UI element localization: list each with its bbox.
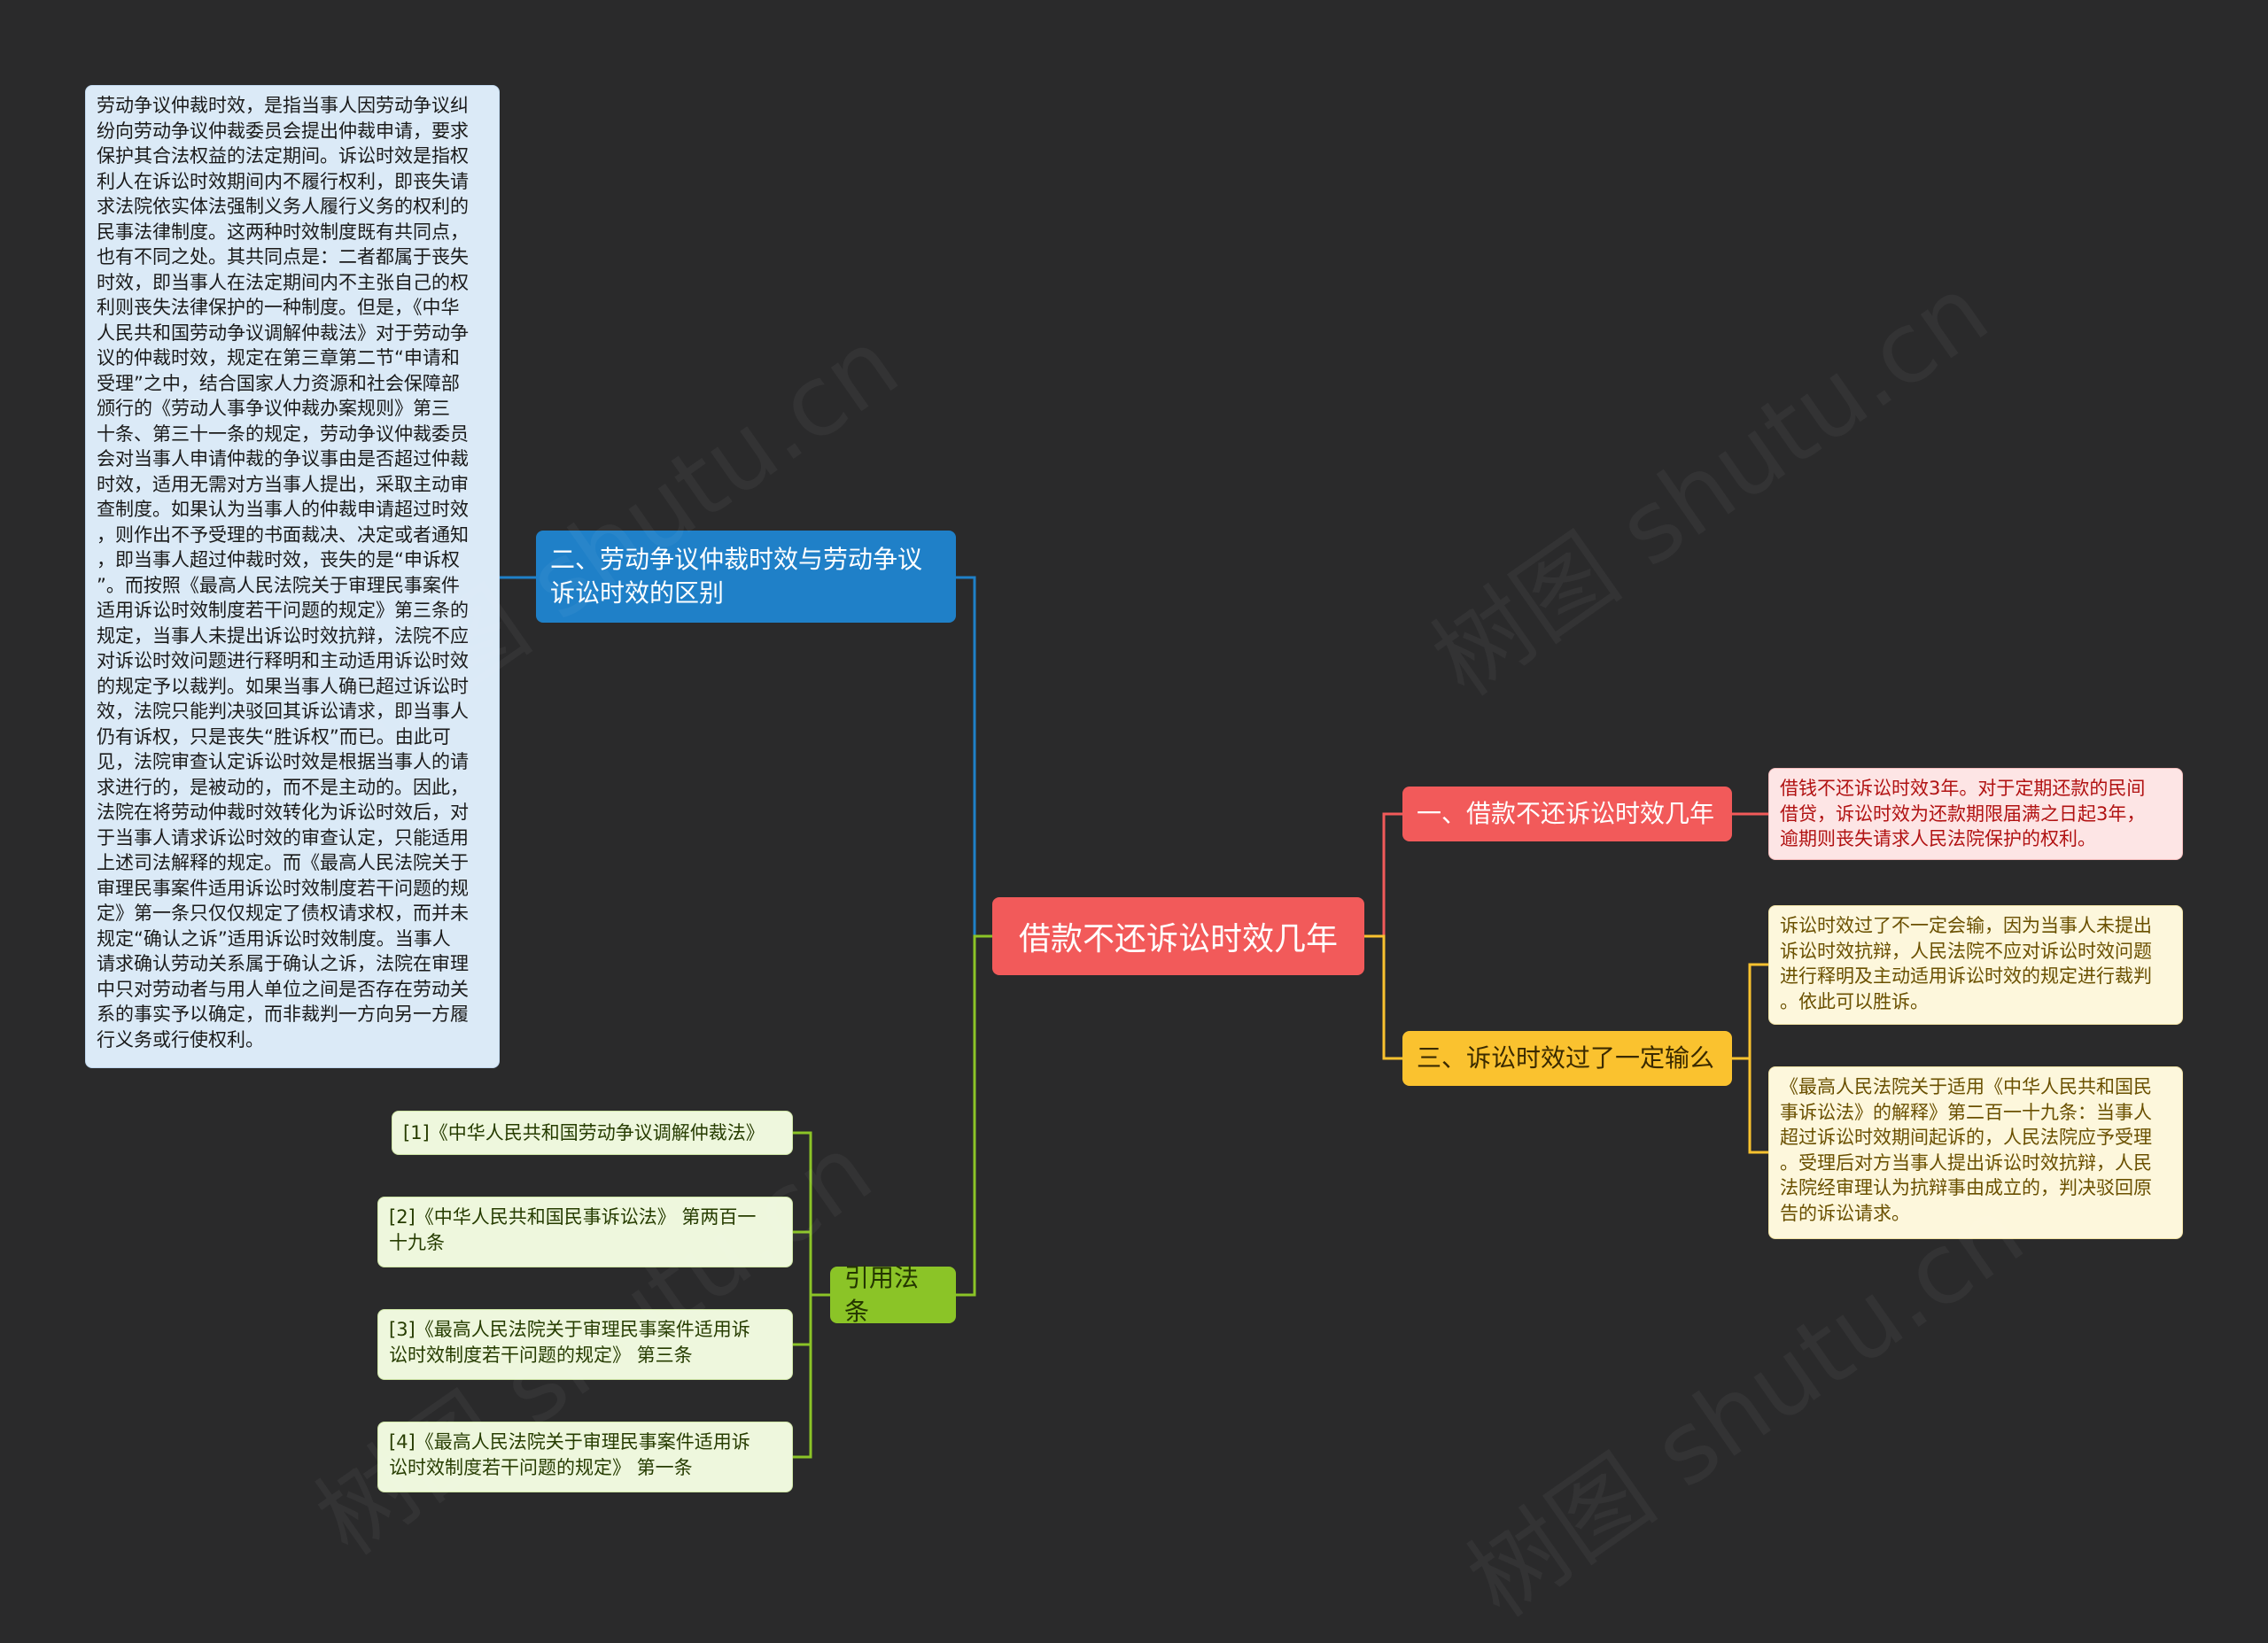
root-label: 借款不还诉讼时效几年 — [1018, 921, 1338, 957]
branch-years[interactable]: 一、借款不还诉讼时效几年 — [1402, 787, 1732, 841]
link-root-years — [1364, 812, 1402, 938]
leaf-law-1[interactable]: [1]《中华人民共和国劳动争议调解仲裁法》 — [392, 1111, 793, 1155]
leaf-years-text[interactable]: 借钱不还诉讼时效3年。对于定期还款的民间 借贷，诉讼时效为还款期限届满之日起3年… — [1768, 768, 2183, 860]
branch-diff-label: 二、劳动争议仲裁时效与劳动争议诉讼时效的区别 — [550, 545, 923, 608]
branch-lose[interactable]: 三、诉讼时效过了一定输么 — [1402, 1031, 1732, 1086]
leaf-diff-text[interactable]: 劳动争议仲裁时效，是指当事人因劳动争议纠 纷向劳动争议仲裁委员会提出仲裁申请，要… — [85, 85, 500, 1068]
link-lose-leaf2 — [1732, 1057, 1768, 1154]
leaf-law-3[interactable]: [3]《最高人民法院关于审理民事案件适用诉 讼时效制度若干问题的规定》 第三条 — [377, 1309, 793, 1380]
mindmap-canvas: 借款不还诉讼时效几年 二、劳动争议仲裁时效与劳动争议诉讼时效的区别 一、借款不还… — [85, 85, 2183, 1492]
branch-years-label: 一、借款不还诉讼时效几年 — [1417, 799, 1715, 828]
leaf-law-2[interactable]: [2]《中华人民共和国民事诉讼法》 第两百一 十九条 — [377, 1197, 793, 1267]
link-law-4 — [793, 1293, 830, 1459]
branch-law[interactable]: 引用法条 — [830, 1263, 956, 1326]
branch-lose-label: 三、诉讼时效过了一定输么 — [1417, 1043, 1715, 1073]
branch-law-label: 引用法条 — [844, 1263, 920, 1326]
link-root-lose — [1364, 934, 1402, 1060]
link-law-2 — [793, 1230, 830, 1297]
leaf-lose-text-1[interactable]: 诉讼时效过了不一定会输，因为当事人未提出 诉讼时效抗辩，人民法院不应对诉讼时效问… — [1768, 905, 2183, 1025]
link-root-law — [956, 934, 992, 1297]
leaf-lose-text-2[interactable]: 《最高人民法院关于适用《中华人民共和国民 事诉讼法》的解释》第二百一十九条：当事… — [1768, 1066, 2183, 1239]
link-root-diff — [956, 576, 992, 938]
leaf-law-4[interactable]: [4]《最高人民法院关于审理民事案件适用诉 讼时效制度若干问题的规定》 第一条 — [377, 1422, 793, 1492]
connector-lines — [500, 576, 1768, 1459]
link-lose-leaf1 — [1732, 963, 1768, 1060]
root-node[interactable]: 借款不还诉讼时效几年 — [992, 897, 1364, 975]
branch-diff[interactable]: 二、劳动争议仲裁时效与劳动争议诉讼时效的区别 — [536, 531, 956, 623]
